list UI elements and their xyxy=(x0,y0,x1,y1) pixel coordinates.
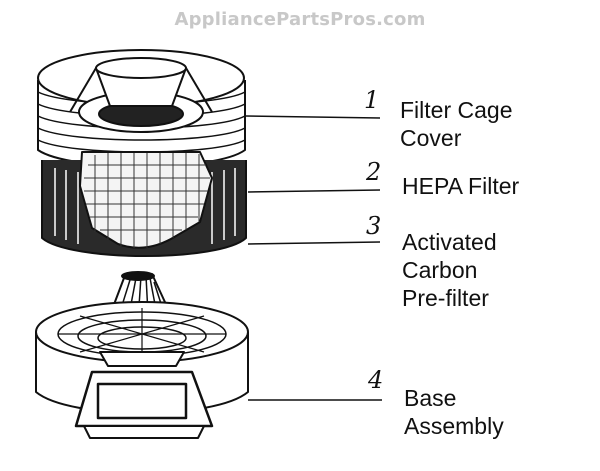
label-filter-cage-cover: Filter Cage Cover xyxy=(400,96,512,152)
label-activated-carbon-prefilter: Activated Carbon Pre-filter xyxy=(402,228,497,312)
label-line: Assembly xyxy=(404,413,504,439)
leader-lines xyxy=(245,115,382,401)
callout-number-2: 2 xyxy=(366,158,382,186)
label-line: Carbon xyxy=(402,257,478,283)
label-base-assembly: Base Assembly xyxy=(404,384,504,440)
leader-line-3 xyxy=(247,241,381,245)
callout-number-1: 1 xyxy=(364,86,380,114)
label-line: Pre-filter xyxy=(402,285,489,311)
label-line: Activated xyxy=(402,229,497,255)
label-line: HEPA Filter xyxy=(402,173,520,199)
leader-line-1 xyxy=(245,115,381,119)
base-assembly-part xyxy=(35,301,249,439)
label-line: Base xyxy=(404,385,457,411)
label-line: Filter Cage xyxy=(400,97,513,123)
filter-cage-cover-part xyxy=(37,49,246,168)
leader-line-2 xyxy=(247,189,381,193)
watermark-text: AppliancePartsPros.com xyxy=(174,9,426,30)
label-line: Cover xyxy=(400,125,462,151)
label-hepa-filter: HEPA Filter xyxy=(402,172,519,200)
hepa-filter-part xyxy=(41,151,247,257)
callout-number-3: 3 xyxy=(366,212,382,240)
callout-number-4: 4 xyxy=(368,366,384,394)
